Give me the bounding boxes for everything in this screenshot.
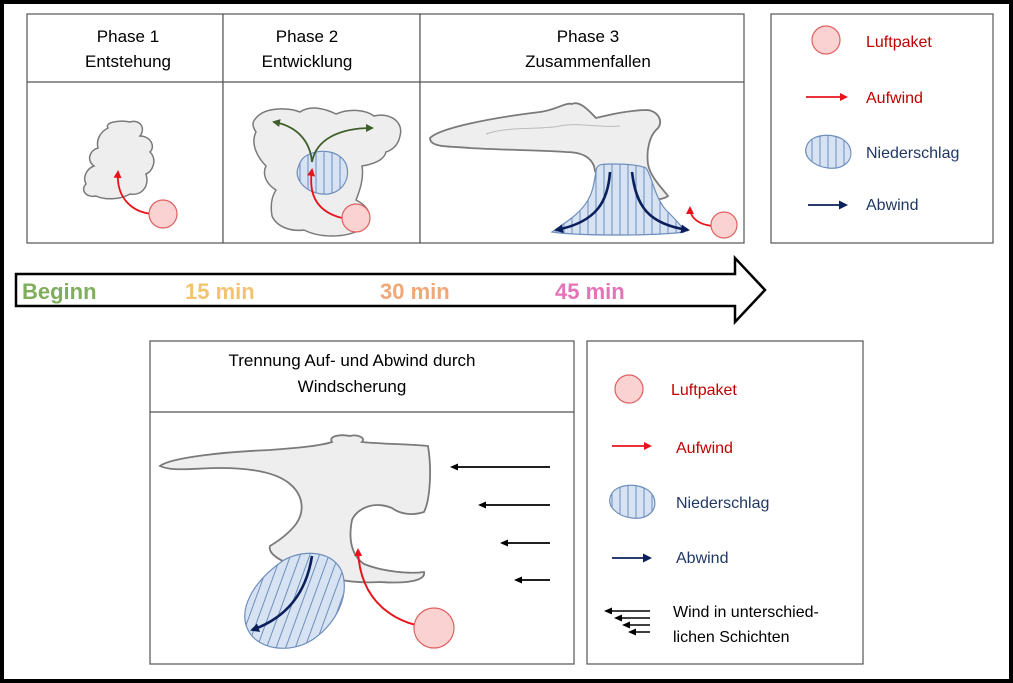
- phase2-updraft-arrow: [307, 168, 343, 219]
- phase-panels: Phase 1 Entstehung Phase 2 Entwicklung P…: [26, 13, 745, 244]
- legend-top-updraft-label: Aufwind: [866, 90, 923, 107]
- phase3-downdraft-right: [630, 171, 690, 234]
- phase2-growth-arrow-right: [311, 124, 374, 163]
- phase1-air-parcel: [148, 199, 178, 229]
- phase3-downdraft-left: [554, 171, 612, 234]
- shear-air-parcel: [413, 607, 455, 649]
- shear-panel: Trennung Auf- und Abwind durch Windscher…: [149, 340, 575, 665]
- phase2-air-parcel: [341, 203, 371, 233]
- phase1-cloud: [82, 120, 155, 200]
- legend-bottom-wind-label-line1: Wind in unterschied-: [673, 604, 819, 621]
- phase1-title: Phase 1: [97, 27, 159, 46]
- phase2-title: Phase 2: [276, 27, 338, 46]
- phase3-cloud-texture: [485, 124, 621, 135]
- legend-bottom: Luftpaket Aufwind Niederschlag Abwind Wi…: [586, 340, 864, 665]
- phase2-growth-arrow-left: [272, 119, 313, 163]
- legend-top: Luftpaket Aufwind Niederschlag Abwind: [770, 13, 994, 244]
- shear-panel-title-line2: Windscherung: [298, 377, 407, 396]
- phase3-title: Phase 3: [557, 27, 619, 46]
- phase2-subtitle: Entwicklung: [262, 52, 353, 71]
- phase2-precip-cell: [296, 150, 349, 195]
- timeline-label-beginn: Beginn: [22, 279, 97, 304]
- shear-panel-title-line1: Trennung Auf- und Abwind durch: [229, 351, 476, 370]
- legend-top-downdraft-label: Abwind: [866, 197, 918, 214]
- legend-bottom-updraft-label: Aufwind: [676, 440, 733, 457]
- legend-bottom-precip-symbol: [609, 484, 656, 519]
- legend-bottom-precip-label: Niederschlag: [676, 495, 769, 512]
- timeline-label-45min: 45 min: [555, 279, 625, 304]
- legend-top-precip-label: Niederschlag: [866, 145, 959, 162]
- shear-downdraft-arrow: [250, 555, 314, 632]
- legend-bottom-parcel-symbol: [614, 374, 644, 404]
- phase3-updraft-arrow: [686, 206, 713, 227]
- legend-top-parcel-symbol: [811, 25, 841, 55]
- timeline-label-30min: 30 min: [380, 279, 450, 304]
- phase1-subtitle: Entstehung: [85, 52, 171, 71]
- legend-top-precip-symbol: [805, 134, 852, 169]
- phase3-air-parcel: [710, 211, 738, 239]
- legend-bottom-wind-label-line2: lichen Schichten: [673, 629, 790, 646]
- legend-top-parcel-label: Luftpaket: [866, 34, 932, 51]
- legend-bottom-downdraft-label: Abwind: [676, 550, 728, 567]
- legend-bottom-wind-symbol: [604, 607, 650, 636]
- shear-anvil-cloud: [158, 434, 431, 584]
- phase1-updraft-arrow: [113, 170, 153, 215]
- timeline-arrow: [14, 254, 767, 326]
- legend-bottom-parcel-label: Luftpaket: [671, 382, 737, 399]
- timeline-label-15min: 15 min: [185, 279, 255, 304]
- phase3-subtitle: Zusammenfallen: [525, 52, 651, 71]
- timeline: Beginn 15 min 30 min 45 min: [14, 254, 767, 326]
